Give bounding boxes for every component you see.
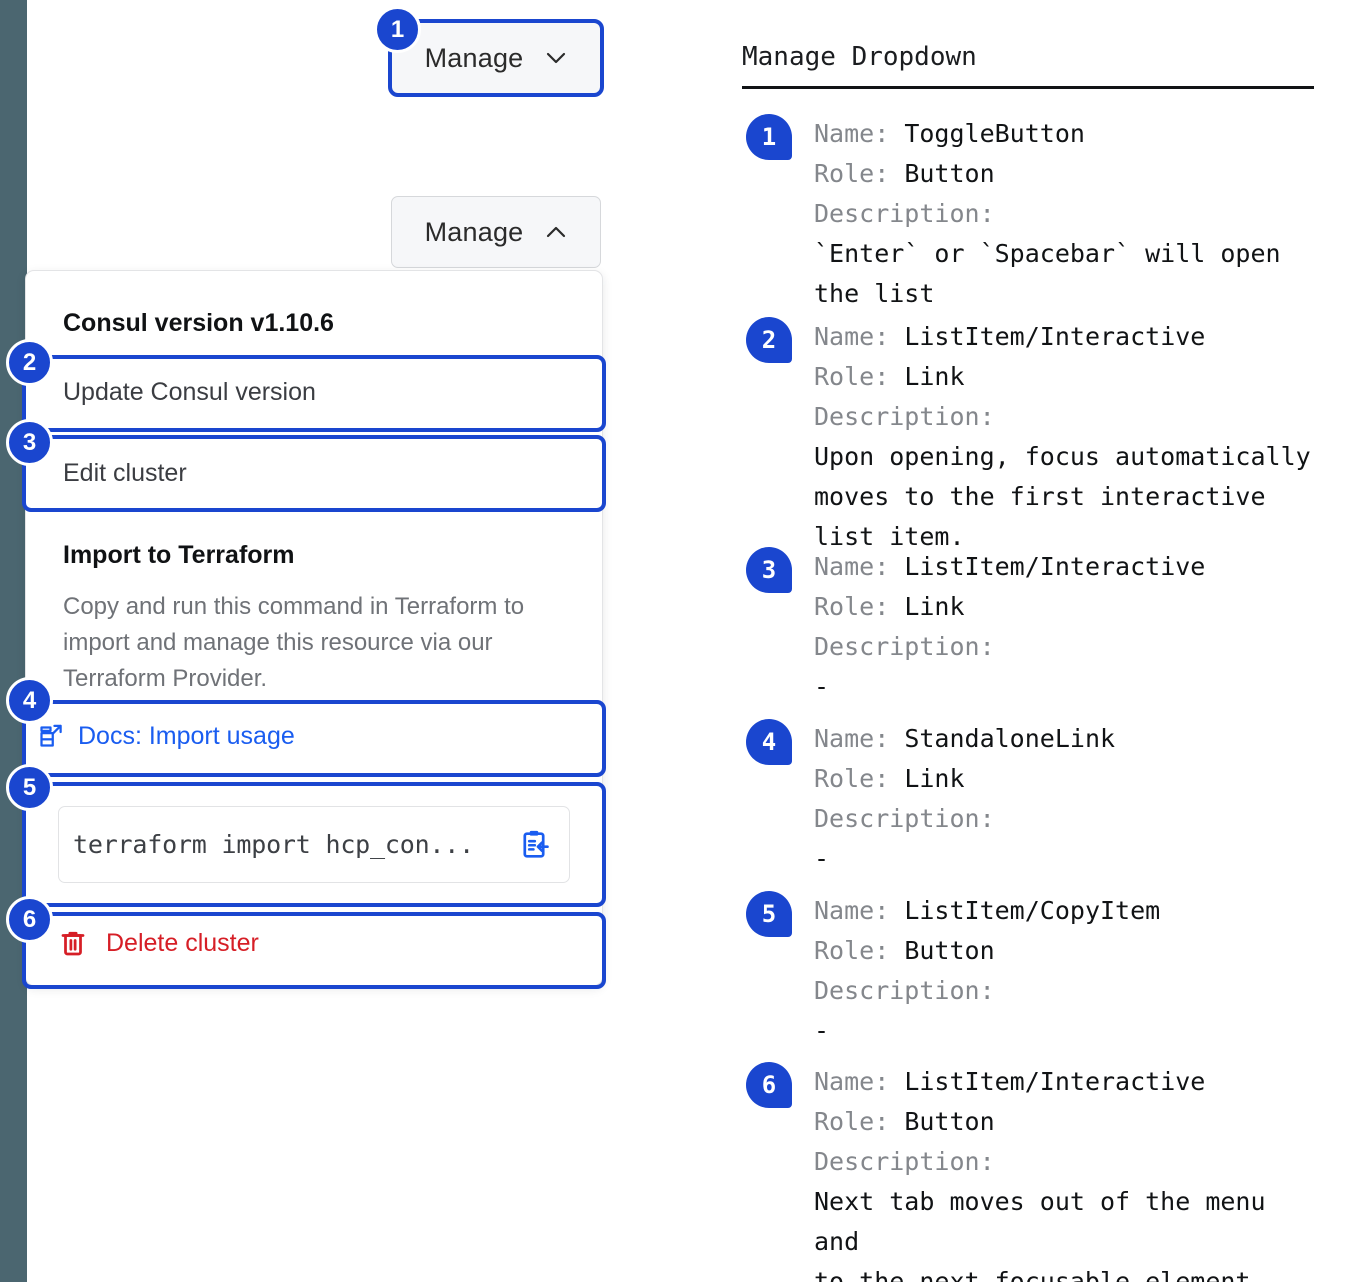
annotation-desc-label-3: Description: [814, 632, 995, 661]
manage-toggle-button-expanded[interactable]: Manage [391, 196, 601, 268]
annotation-desc-line-2-3: list item. [814, 522, 965, 551]
annotation-role-label-2: Role: [814, 362, 890, 391]
annotation-body-5: Name: ListItem/CopyItem Role: Button Des… [814, 891, 1322, 1051]
callout-badge-1: 1 [374, 6, 421, 53]
annotation-desc-line-4-1: - [814, 844, 830, 873]
annotation-badge-1: 1 [746, 114, 792, 160]
import-terraform-heading: Import to Terraform [63, 541, 295, 569]
callout-badge-6: 6 [6, 896, 53, 943]
annotation-body-2: Name: ListItem/Interactive Role: Link De… [814, 317, 1322, 557]
dropdown-item-edit-cluster[interactable]: Edit cluster [63, 459, 187, 487]
callout-badge-2: 2 [6, 339, 53, 386]
annotation-name-label-3: Name: [814, 552, 890, 581]
clipboard-copy-icon[interactable] [517, 828, 551, 862]
dropdown-item-update-consul-version[interactable]: Update Consul version [63, 378, 316, 406]
annotation-desc-line-2-2: moves to the first interactive [814, 482, 1266, 511]
annotation-role-label-3: Role: [814, 592, 890, 621]
manage-toggle-button-collapsed[interactable]: Manage [391, 22, 601, 94]
annotation-name-value-6: ListItem/Interactive [904, 1067, 1206, 1096]
annotation-role-value-3: Link [904, 592, 965, 621]
annotation-desc-line-2-1: Upon opening, focus automatically [814, 442, 1311, 471]
annotation-name-label-1: Name: [814, 119, 890, 148]
annotations-panel-rule [742, 86, 1314, 89]
annotation-role-value-6: Button [904, 1107, 995, 1136]
annotation-desc-line-3-1: - [814, 672, 830, 701]
trash-icon [58, 928, 88, 958]
import-terraform-description: Copy and run this command in Terraform t… [63, 593, 525, 692]
annotation-name-value-5: ListItem/CopyItem [904, 896, 1161, 925]
annotation-badge-4: 4 [746, 719, 792, 765]
annotation-name-label-6: Name: [814, 1067, 890, 1096]
annotation-role-label-5: Role: [814, 936, 890, 965]
annotation-badge-2: 2 [746, 317, 792, 363]
annotation-name-label-5: Name: [814, 896, 890, 925]
external-document-icon [37, 723, 64, 750]
annotation-role-value-4: Link [904, 764, 965, 793]
annotation-role-label-1: Role: [814, 159, 890, 188]
annotation-desc-label-4: Description: [814, 804, 995, 833]
annotation-role-value-5: Button [904, 936, 995, 965]
delete-cluster-label: Delete cluster [106, 928, 259, 957]
annotation-name-label-4: Name: [814, 724, 890, 753]
annotation-role-label-6: Role: [814, 1107, 890, 1136]
docs-link-label: Docs: Import usage [78, 722, 295, 750]
annotations-panel-title: Manage Dropdown [742, 42, 977, 72]
annotation-desc-label-5: Description: [814, 976, 995, 1005]
annotation-name-value-2: ListItem/Interactive [904, 322, 1206, 351]
manage-toggle-label-expanded: Manage [424, 216, 524, 247]
annotation-body-6: Name: ListItem/Interactive Role: Button … [814, 1062, 1322, 1282]
consul-version-heading: Consul version v1.10.6 [63, 309, 334, 337]
annotation-body-3: Name: ListItem/Interactive Role: Link De… [814, 547, 1322, 707]
callout-badge-5: 5 [6, 764, 53, 811]
annotation-name-label-2: Name: [814, 322, 890, 351]
annotation-badge-5: 5 [746, 891, 792, 937]
terraform-command-value: terraform import hcp_con... [73, 830, 474, 859]
annotation-desc-line-1-1: `Enter` or `Spacebar` will open [814, 239, 1281, 268]
annotation-badge-3: 3 [746, 547, 792, 593]
annotation-badge-6: 6 [746, 1062, 792, 1108]
dropdown-divider [27, 508, 601, 509]
callout-badge-4: 4 [6, 677, 53, 724]
docs-import-usage-link[interactable]: Docs: Import usage [37, 722, 295, 751]
annotation-desc-line-6-2: to the next focusable element [814, 1267, 1251, 1282]
annotation-body-1: Name: ToggleButton Role: Button Descript… [814, 114, 1322, 314]
annotation-role-value-2: Link [904, 362, 965, 391]
annotation-desc-label-1: Description: [814, 199, 995, 228]
annotation-desc-label-6: Description: [814, 1147, 995, 1176]
dropdown-item-delete-cluster[interactable]: Delete cluster [58, 928, 259, 958]
annotation-desc-line-6-1: Next tab moves out of the menu and [814, 1187, 1266, 1256]
terraform-command-field[interactable]: terraform import hcp_con... [58, 806, 570, 883]
annotation-name-value-1: ToggleButton [904, 119, 1085, 148]
annotation-desc-label-2: Description: [814, 402, 995, 431]
chevron-down-icon [545, 47, 567, 69]
annotation-role-value-1: Button [904, 159, 995, 188]
annotation-desc-line-1-2: the list [814, 279, 935, 308]
annotation-body-4: Name: StandaloneLink Role: Link Descript… [814, 719, 1322, 879]
annotation-name-value-3: ListItem/Interactive [904, 552, 1206, 581]
annotation-name-value-4: StandaloneLink [904, 724, 1116, 753]
callout-badge-3: 3 [6, 419, 53, 466]
chevron-up-icon [545, 221, 567, 243]
left-nav-rail [0, 0, 27, 1282]
annotation-role-label-4: Role: [814, 764, 890, 793]
annotation-desc-line-5-1: - [814, 1016, 830, 1045]
manage-toggle-label: Manage [424, 42, 524, 73]
